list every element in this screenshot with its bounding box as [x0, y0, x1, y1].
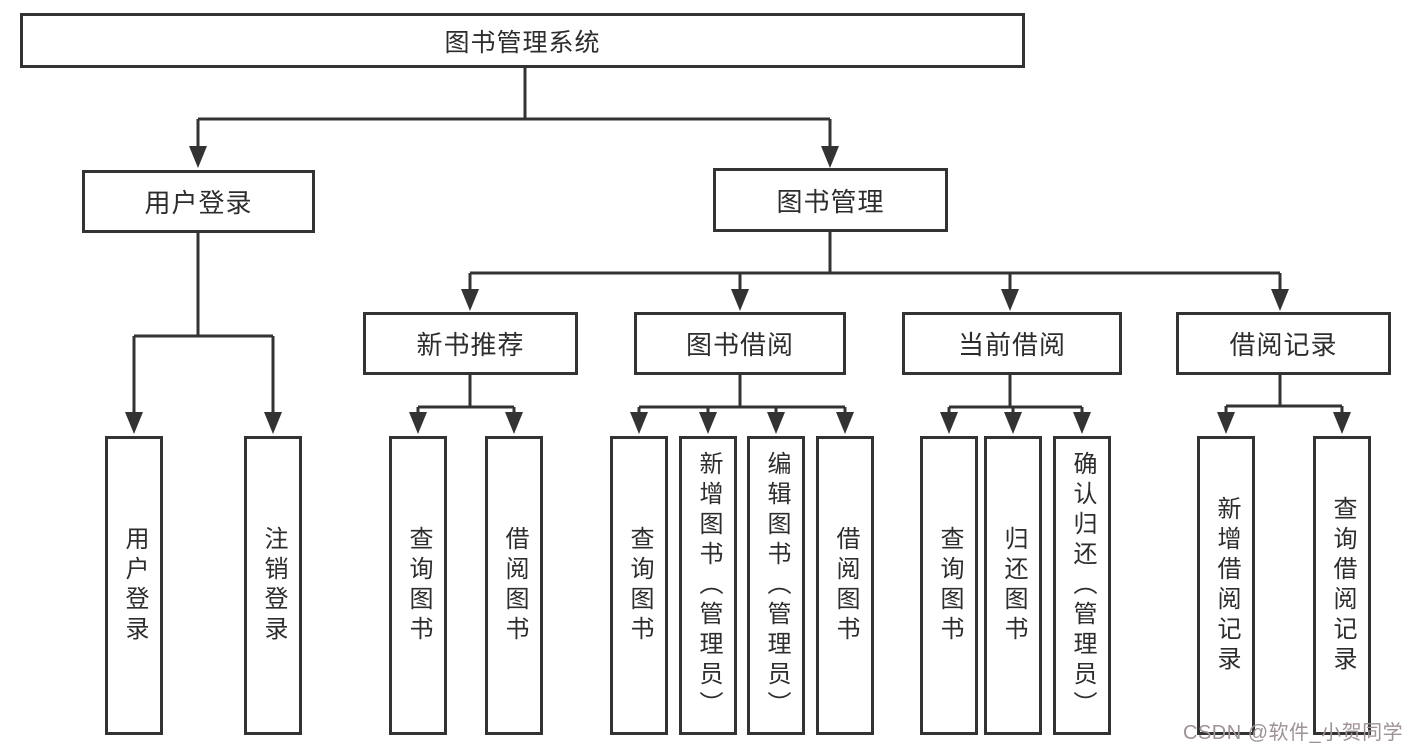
arrowhead — [940, 412, 958, 434]
leaf-label: 编辑图书（管理员） — [763, 450, 790, 721]
node-library-system: 图书管理系统 — [20, 13, 1025, 68]
leaf-return-book: 归还图书 — [984, 436, 1042, 735]
leaf-borrow-book-2: 借阅图书 — [816, 436, 874, 735]
arrowhead — [1001, 289, 1019, 311]
node-borrow-record: 借阅记录 — [1176, 312, 1391, 375]
leaf-query-book-3: 查询图书 — [920, 436, 978, 735]
node-label: 图书管理系统 — [444, 28, 601, 57]
leaf-label: 查询借阅记录 — [1329, 495, 1356, 676]
leaf-logout: 注销登录 — [244, 436, 302, 735]
leaf-label: 用户登录 — [121, 525, 148, 646]
arrowhead — [264, 412, 282, 434]
leaf-add-borrow-record: 新增借阅记录 — [1197, 436, 1255, 735]
arrowhead — [767, 412, 785, 434]
leaf-label: 新增图书（管理员） — [695, 450, 722, 721]
arrowhead — [1217, 412, 1235, 434]
node-label: 用户登录 — [144, 188, 253, 218]
connector-book-mgmt-to-modules — [461, 231, 1289, 311]
arrowhead — [1333, 412, 1351, 434]
leaf-label: 借阅图书 — [501, 525, 528, 646]
node-label: 图书借阅 — [685, 330, 794, 360]
leaf-query-book-1: 查询图书 — [389, 436, 447, 735]
arrowhead — [1073, 412, 1091, 434]
leaf-edit-book-admin: 编辑图书（管理员） — [747, 436, 805, 735]
node-current-borrow: 当前借阅 — [902, 312, 1122, 375]
arrowhead — [821, 146, 839, 168]
leaf-label: 查询图书 — [936, 525, 963, 646]
arrowhead — [125, 412, 143, 434]
leaf-label: 确认归还（管理员） — [1069, 450, 1096, 721]
leaf-query-borrow-record: 查询借阅记录 — [1313, 436, 1371, 735]
leaf-label: 注销登录 — [260, 525, 287, 646]
arrowhead — [1004, 412, 1022, 434]
connector-current-borrow-to-leaves — [940, 374, 1091, 434]
leaf-borrow-book-1: 借阅图书 — [485, 436, 543, 735]
leaf-user-login: 用户登录 — [105, 436, 163, 735]
watermark-text: CSDN @软件_小贺同学 — [1183, 722, 1404, 744]
node-label: 借阅记录 — [1229, 330, 1338, 360]
connector-user-login-to-leaves — [125, 233, 282, 434]
leaf-label: 新增借阅记录 — [1213, 495, 1240, 676]
arrowhead — [1271, 289, 1289, 311]
arrowhead — [461, 289, 479, 311]
node-label: 图书管理 — [776, 186, 885, 217]
connector-new-book-to-leaves — [409, 374, 523, 434]
leaf-query-book-2: 查询图书 — [610, 436, 668, 735]
arrowhead — [836, 412, 854, 434]
arrowhead — [409, 412, 427, 434]
arrowhead — [699, 412, 717, 434]
leaf-label: 查询图书 — [405, 525, 432, 646]
arrowhead — [505, 412, 523, 434]
node-label: 新书推荐 — [416, 330, 525, 360]
leaf-label: 查询图书 — [626, 525, 653, 646]
node-new-book-recommend: 新书推荐 — [363, 312, 578, 375]
node-user-login: 用户登录 — [82, 170, 315, 233]
leaf-label: 归还图书 — [1000, 525, 1027, 646]
leaf-add-book-admin: 新增图书（管理员） — [679, 436, 737, 735]
arrowhead — [189, 146, 207, 168]
leaf-label: 借阅图书 — [832, 525, 859, 646]
arrowhead — [731, 289, 749, 311]
arrowhead — [630, 412, 648, 434]
node-book-borrow: 图书借阅 — [634, 312, 846, 375]
node-book-management: 图书管理 — [713, 168, 948, 232]
connector-borrow-record-to-leaves — [1217, 374, 1351, 434]
connector-root-to-branches — [189, 68, 839, 168]
leaf-confirm-return-admin: 确认归还（管理员） — [1053, 436, 1111, 735]
connector-book-borrow-to-leaves — [630, 374, 854, 434]
node-label: 当前借阅 — [957, 330, 1066, 360]
